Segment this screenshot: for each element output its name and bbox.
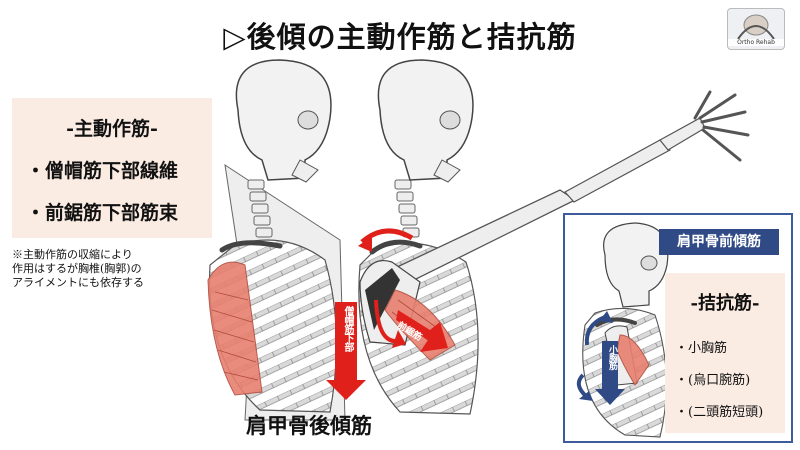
antagonist-item: ・小胸筋 bbox=[675, 341, 728, 356]
skull bbox=[377, 59, 474, 181]
bottom-label: 肩甲骨後傾筋 bbox=[246, 413, 372, 438]
middle-figure bbox=[326, 59, 750, 415]
logo: Ortho Rehab bbox=[727, 8, 785, 50]
agonist-box: -主動作筋- ・僧帽筋下部線維 ・前鋸筋下部筋束 bbox=[12, 98, 212, 238]
humerus bbox=[393, 189, 577, 283]
antagonist-heading: -拮抗筋- bbox=[690, 293, 760, 314]
trapezius-arrow-label: 僧帽筋下部 bbox=[342, 306, 353, 351]
pectoralis-minor bbox=[616, 334, 650, 386]
page-title: ▷後傾の主動作筋と拮抗筋 bbox=[223, 20, 577, 54]
spine bbox=[394, 179, 420, 238]
logo-image bbox=[737, 14, 775, 40]
antagonist-item: ・(烏口腕筋) bbox=[675, 373, 751, 388]
antagonist-item: ・(二頭筋短頭) bbox=[675, 405, 764, 420]
skull bbox=[235, 59, 332, 181]
skull bbox=[603, 222, 669, 308]
footnote: ※主動作筋の収縮により 作用はするが胸椎(胸郭)の アライメントにも依存する bbox=[12, 248, 144, 289]
logo-text: Ortho Rehab bbox=[728, 39, 784, 46]
hand bbox=[659, 90, 750, 162]
serratus-arrow bbox=[396, 310, 448, 352]
spine bbox=[247, 179, 273, 238]
left-figure bbox=[207, 59, 346, 421]
pectoralis-arrow bbox=[602, 341, 618, 391]
agonist-item: ・前鋸筋下部筋束 bbox=[26, 202, 179, 224]
agonist-item: ・僧帽筋下部線維 bbox=[26, 160, 179, 182]
forearm bbox=[564, 139, 671, 203]
clavicle bbox=[219, 240, 283, 253]
agonist-heading: -主動作筋- bbox=[66, 118, 158, 140]
antagonist-box: -拮抗筋- ・小胸筋 ・(烏口腕筋) ・(二頭筋短頭) bbox=[665, 273, 785, 433]
pectoralis-arrow-label: 小胸筋 bbox=[607, 345, 617, 369]
trapezius-arrow bbox=[335, 302, 357, 382]
scapula-muscle bbox=[207, 261, 263, 396]
inset-skeleton bbox=[576, 222, 669, 438]
rotation-arrow bbox=[360, 228, 414, 244]
inset-title: 肩甲骨前傾筋 bbox=[659, 229, 779, 255]
